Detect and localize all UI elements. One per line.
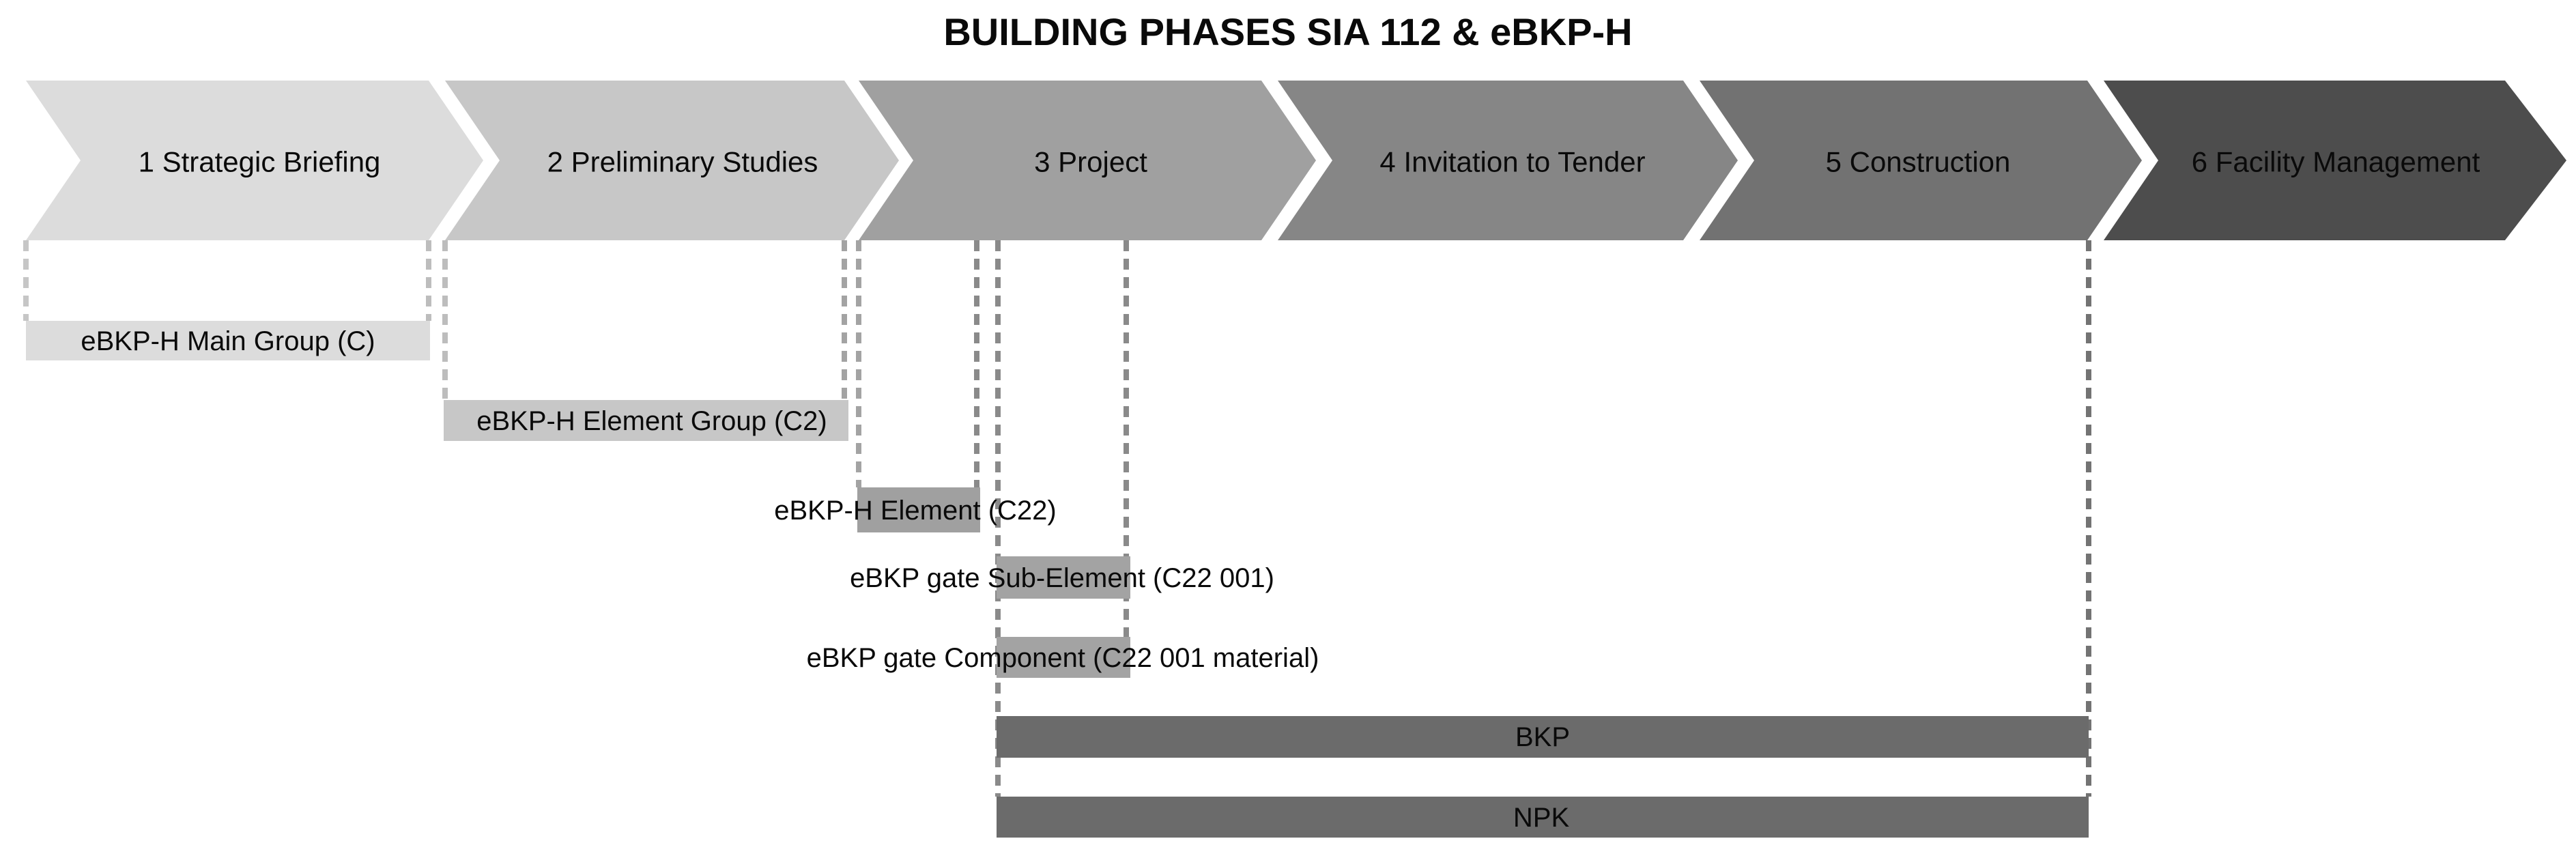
bar-label-component: eBKP gate Component (C22 001 material)	[807, 643, 1319, 673]
phase-arrow-1	[26, 81, 483, 240]
scope-bars: eBKP-H Main Group (C) eBKP-H Element Gro…	[26, 321, 2089, 838]
guide-lines	[23, 240, 2091, 797]
bar-main-group	[26, 321, 430, 360]
phase-label-4: 4 Invitation to Tender	[1379, 146, 1645, 178]
page-title: BUILDING PHASES SIA 112 & eBKP-H	[943, 10, 1632, 53]
bar-label-bkp: BKP	[1515, 722, 1570, 752]
bar-label-npk: NPK	[1513, 803, 1570, 833]
bar-label-element: eBKP-H Element (C22)	[774, 496, 1056, 526]
phase-label-2: 2 Preliminary Studies	[547, 146, 818, 178]
bar-label-sub-element: eBKP gate Sub-Element (C22 001)	[850, 563, 1274, 593]
phase-label-3: 3 Project	[1034, 146, 1147, 178]
phase-label-1: 1 Strategic Briefing	[139, 146, 381, 178]
phase-label-5: 5 Construction	[1826, 146, 2011, 178]
phase-arrow-band: 1 Strategic Briefing 2 Preliminary Studi…	[26, 81, 2566, 240]
bar-sub-element	[997, 556, 1130, 599]
phase-arrow-5	[1700, 81, 2142, 240]
bar-element-group	[444, 400, 848, 441]
bar-label-main-group: eBKP-H Main Group (C)	[81, 326, 375, 356]
phase-arrow-4	[1278, 81, 1738, 240]
phase-arrow-3	[859, 81, 1316, 240]
bar-component	[997, 637, 1130, 678]
phase-label-6: 6 Facility Management	[2192, 146, 2480, 178]
bar-element	[857, 487, 980, 532]
bar-npk	[997, 797, 2089, 838]
bar-bkp	[997, 716, 2089, 758]
phase-arrow-6	[2104, 81, 2566, 240]
phase-arrow-2	[445, 81, 899, 240]
bar-label-element-group: eBKP-H Element Group (C2)	[476, 406, 827, 436]
